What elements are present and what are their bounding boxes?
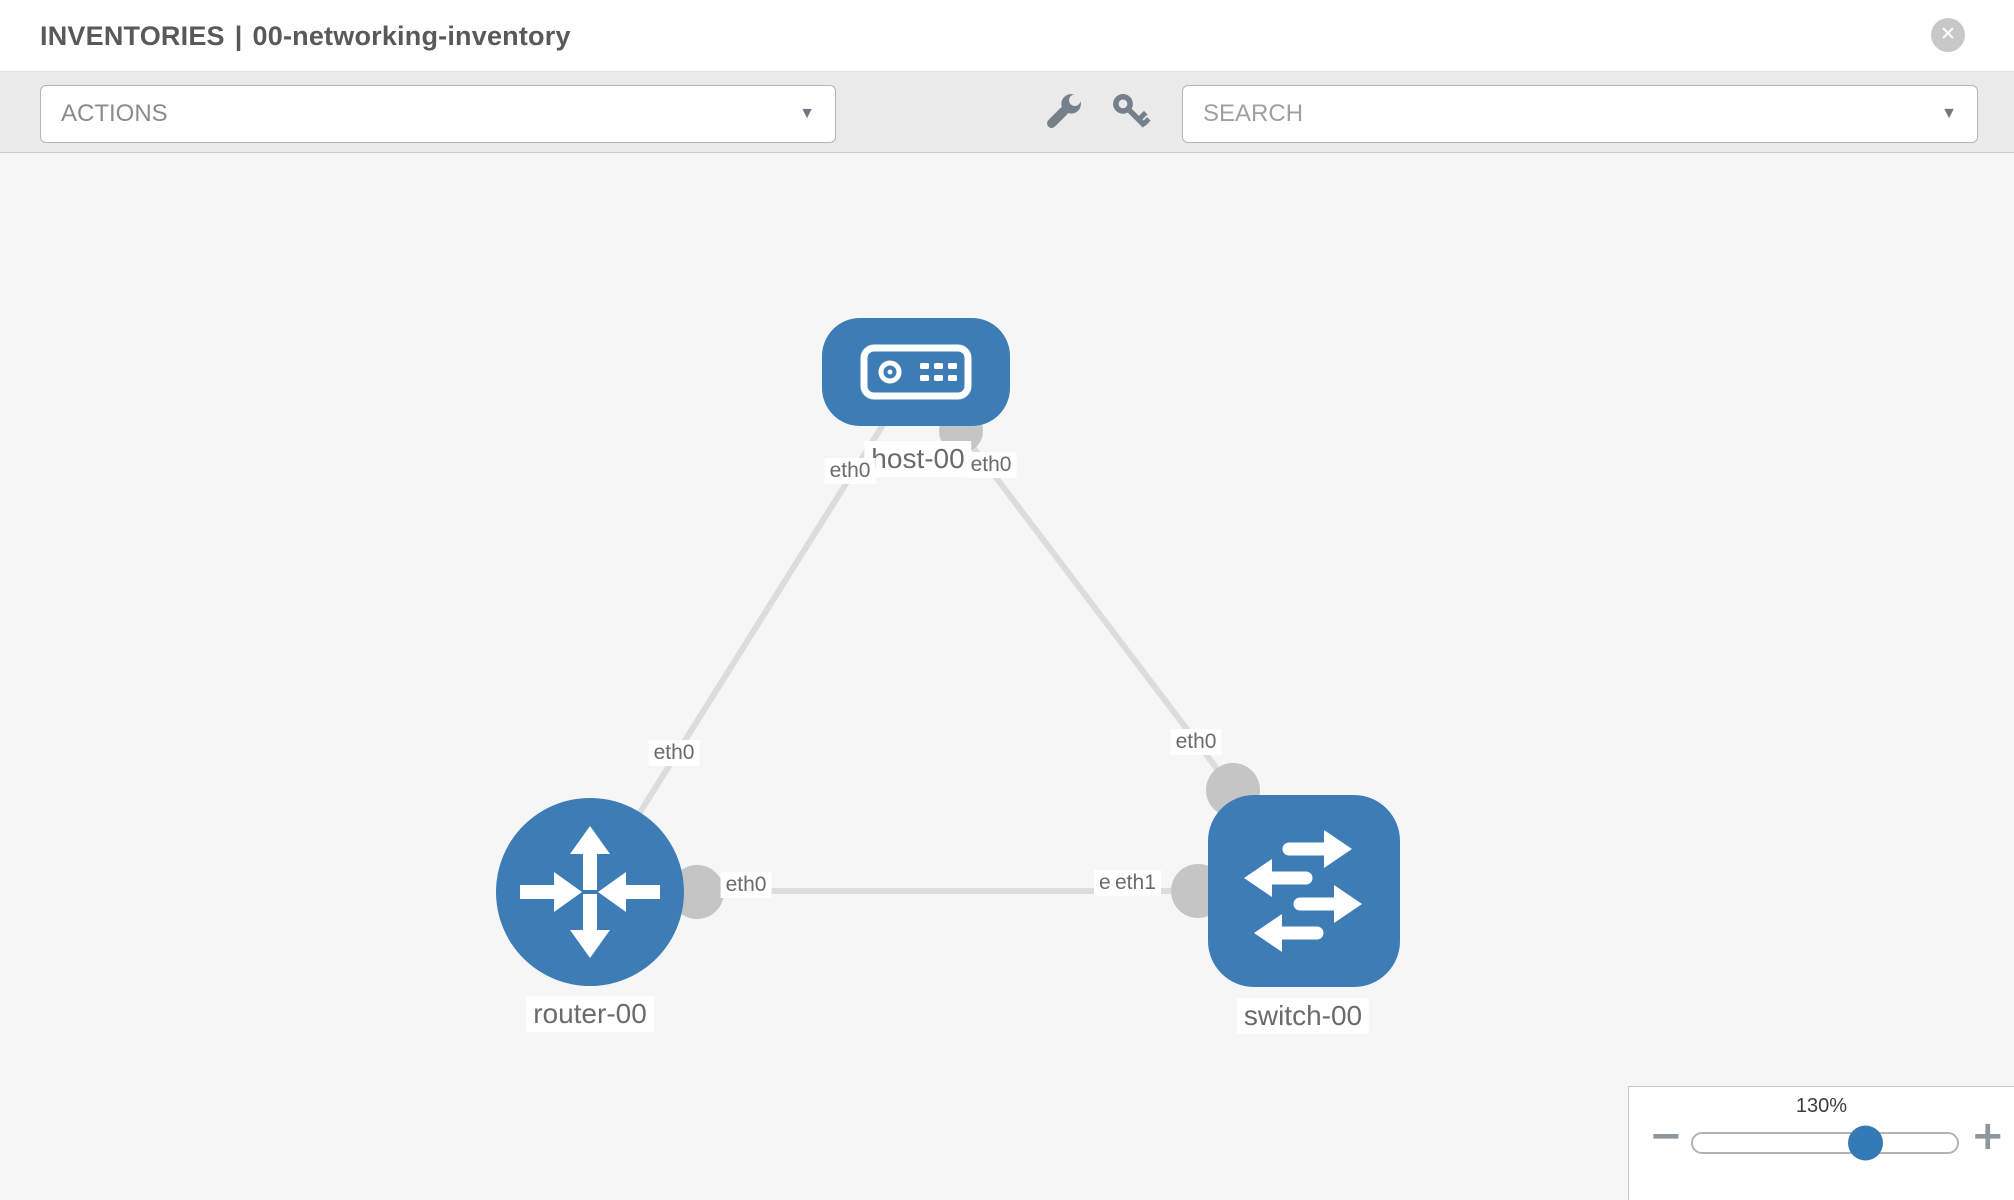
node-switch-00[interactable] — [1208, 795, 1400, 987]
node-label-router: router-00 — [526, 996, 654, 1032]
chevron-down-icon: ▼ — [1941, 105, 1957, 122]
key-icon[interactable] — [1108, 90, 1152, 134]
wrench-icon[interactable] — [1040, 89, 1086, 135]
host-icon — [860, 344, 972, 400]
node-label-switch: switch-00 — [1236, 998, 1370, 1034]
eth-label-host-right: eth0 — [965, 452, 1017, 478]
zoom-slider-handle[interactable] — [1848, 1125, 1883, 1161]
actions-dropdown[interactable]: ACTIONS ▼ — [40, 85, 836, 143]
port-dot-router-eth0 — [670, 865, 724, 919]
window-header: INVENTORIES | 00-networking-inventory ✕ — [0, 0, 2014, 72]
topology-canvas[interactable]: host-00 router-00 switch-00 eth0 eth0 et… — [0, 153, 2014, 1200]
breadcrumb-section: INVENTORIES — [40, 21, 225, 51]
zoom-out-button[interactable]: − — [1649, 1113, 1683, 1159]
page-title: INVENTORIES | 00-networking-inventory — [40, 0, 571, 72]
eth-label-switch-left: eth1 — [1110, 870, 1161, 896]
actions-dropdown-label: ACTIONS — [61, 100, 168, 127]
node-router-00[interactable] — [496, 798, 684, 986]
eth-label-router-host: eth0 — [648, 740, 700, 766]
interface-dots — [670, 409, 1260, 919]
router-icon — [520, 826, 660, 958]
breadcrumb-separator: | — [234, 21, 243, 51]
node-label-host: host-00 — [864, 441, 972, 477]
eth-label-host-left: eth0 — [824, 458, 876, 484]
chevron-down-icon: ▼ — [799, 105, 815, 122]
eth-label-router-right: eth0 — [720, 872, 772, 898]
zoom-slider[interactable] — [1691, 1125, 1959, 1161]
inventory-name: 00-networking-inventory — [252, 21, 571, 51]
zoom-in-button[interactable]: + — [1971, 1113, 2005, 1159]
switch-icon — [1244, 830, 1362, 952]
zoom-panel: 130% − + — [1628, 1086, 2014, 1200]
node-host-00[interactable] — [822, 318, 1010, 426]
close-icon[interactable]: ✕ — [1931, 18, 1965, 52]
eth-label-switch-top: eth0 — [1170, 729, 1222, 755]
search-dropdown[interactable]: SEARCH ▼ — [1182, 85, 1978, 143]
toolbar: ACTIONS ▼ SEARCH ▼ — [0, 72, 2014, 153]
zoom-percentage: 130% — [1795, 1095, 1848, 1117]
search-placeholder: SEARCH — [1203, 100, 1304, 127]
